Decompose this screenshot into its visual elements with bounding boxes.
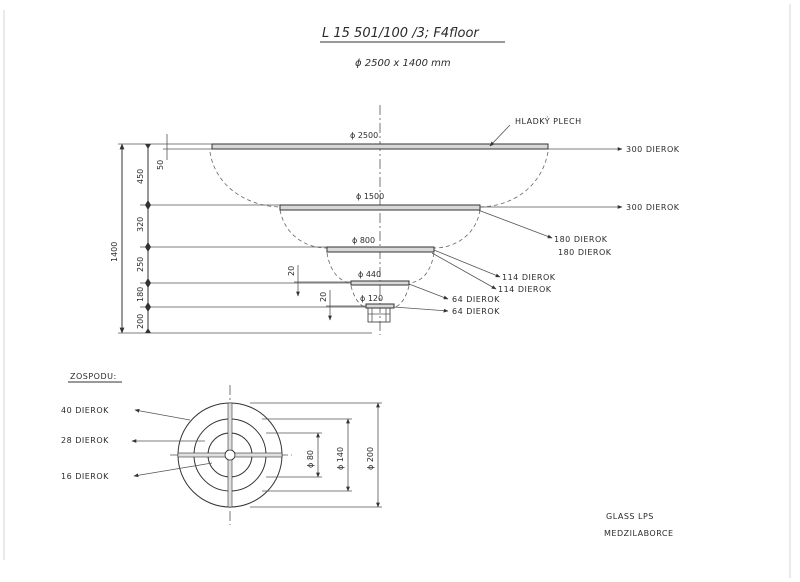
diameter-800: ϕ 800 — [352, 236, 375, 245]
silhouette-tier-4 — [350, 285, 366, 308]
signature-line-2: MEDZILABORCE — [604, 529, 674, 538]
holes-label-8: 64 DIEROK — [452, 307, 500, 316]
signature-line-1: GLASS LPS — [606, 512, 654, 521]
small-dim-2-label: 20 — [287, 266, 296, 276]
tier-height-5: 200 — [136, 314, 145, 329]
holes-label-5: 114 DIEROK — [502, 273, 556, 282]
silhouette-tier-3-right — [408, 252, 435, 284]
tier-height-3: 250 — [136, 257, 145, 272]
bottom-holes-label-3: 16 DIEROK — [61, 472, 109, 481]
sheet-metal-label: HLADKÝ PLECH — [515, 115, 582, 126]
bottom-holes-leader-3 — [133, 462, 213, 478]
silhouette-tier-2-right — [433, 209, 481, 249]
tier-plate-1500 — [279, 204, 481, 211]
silhouette-tier-3 — [326, 252, 352, 284]
tier-height-2: 320 — [136, 217, 145, 232]
diameter-440: ϕ 440 — [358, 270, 381, 279]
tier-height-1: 450 — [136, 169, 145, 184]
bottom-holes-label-1: 40 DIEROK — [61, 406, 109, 415]
bottom-view-label: ZOSPODU: — [70, 372, 117, 381]
silhouette-tier-4-right — [394, 285, 410, 308]
dim-140-label: ϕ 140 — [336, 447, 345, 470]
bottom-fixture — [367, 307, 391, 323]
holes-leader-8 — [393, 306, 449, 313]
holes-label-1: 300 DIEROK — [626, 145, 680, 154]
holes-label-2: 300 DIEROK — [626, 203, 680, 212]
diameter-1500: ϕ 1500 — [356, 192, 384, 201]
holes-label-4: 180 DIEROK — [558, 248, 612, 257]
small-dim-3-label: 20 — [319, 292, 328, 302]
holes-label-3: 180 DIEROK — [554, 235, 608, 244]
drawing-title: L 15 501/100 /3; F4floor — [322, 26, 480, 41]
silhouette-tier-1 — [209, 151, 281, 208]
tier-plate-120 — [365, 303, 395, 309]
holes-label-6: 114 DIEROK — [498, 285, 552, 294]
holes-label-7: 64 DIEROK — [452, 295, 500, 304]
tier-plate-800 — [326, 246, 435, 253]
total-height-label: 1400 — [110, 242, 119, 262]
holes-leader-6 — [431, 252, 497, 290]
dim-200-label: ϕ 200 — [366, 447, 375, 470]
tier-plate-440 — [350, 280, 410, 286]
silhouette-tier-1-right — [479, 151, 549, 208]
drawing-size: ϕ 2500 x 1400 mm — [355, 58, 451, 69]
sheet-metal-leader — [489, 124, 511, 147]
bottom-hub — [224, 449, 236, 461]
diameter-120: ϕ 120 — [360, 294, 383, 303]
plate-thickness-label: 50 — [156, 160, 165, 170]
tier-plate-2500 — [211, 143, 549, 150]
holes-leader-7 — [408, 283, 449, 300]
silhouette-tier-2 — [279, 209, 328, 249]
bottom-holes-leader-1 — [134, 408, 191, 421]
holes-leader-3 — [477, 209, 553, 239]
bottom-holes-label-2: 28 DIEROK — [61, 436, 109, 445]
holes-leader-5 — [433, 249, 501, 278]
diameter-2500: ϕ 2500 — [350, 131, 378, 140]
tier-height-4: 180 — [136, 287, 145, 302]
dim-80-label: ϕ 80 — [306, 450, 315, 468]
